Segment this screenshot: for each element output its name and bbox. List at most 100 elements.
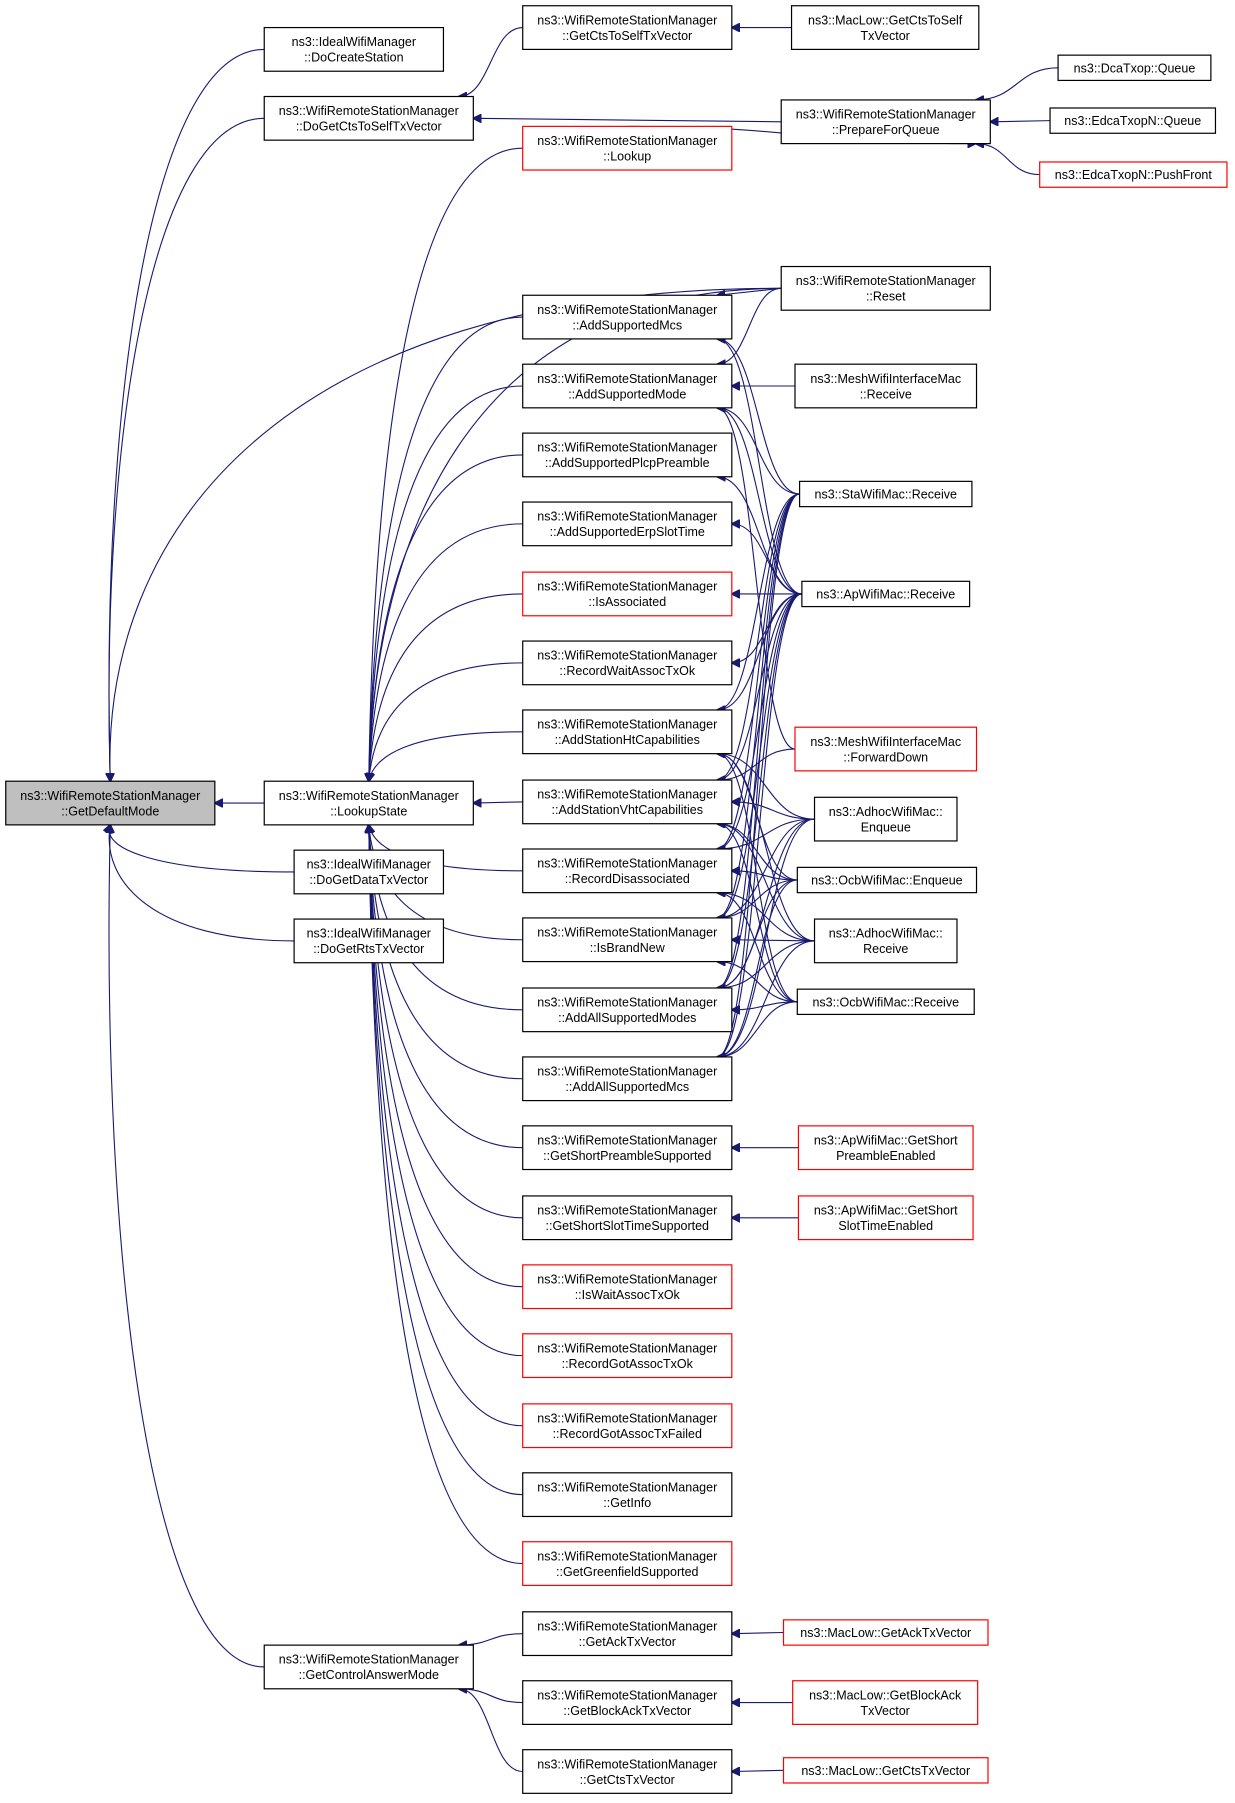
node-getblockack[interactable]: ns3::WifiRemoteStationManager::GetBlockA…	[522, 1680, 733, 1726]
node-label: ns3::WifiRemoteStationManager	[537, 788, 717, 802]
node-label: ::GetBlockAckTxVector	[563, 1704, 691, 1718]
node-label: ::AddSupportedErpSlotTime	[550, 525, 705, 539]
node-getshortpre[interactable]: ns3::WifiRemoteStationManager::GetShortP…	[522, 1125, 733, 1171]
node-isbrandnew[interactable]: ns3::WifiRemoteStationManager::IsBrandNe…	[522, 917, 733, 963]
node-meshrecv[interactable]: ns3::MeshWifiInterfaceMac::Receive	[794, 363, 978, 409]
node-adhocrecv[interactable]: ns3::AdhocWifiMac::Receive	[813, 918, 958, 964]
node-getgreen[interactable]: ns3::WifiRemoteStationManager::GetGreenf…	[522, 1541, 733, 1586]
edge-ocbrecv-to-addallmodes	[732, 1001, 798, 1010]
node-box	[801, 580, 971, 608]
node-dogetdata[interactable]: ns3::IdealWifiManager::DoGetDataTxVector	[293, 849, 445, 895]
node-addplcp[interactable]: ns3::WifiRemoteStationManager::AddSuppor…	[522, 432, 733, 478]
edge-reset-to-addmode	[717, 287, 782, 364]
node-dogetcts[interactable]: ns3::WifiRemoteStationManager::DoGetCtsT…	[263, 95, 474, 141]
node-label: ns3::WifiRemoteStationManager	[537, 649, 717, 663]
node-label: ::GetDefaultMode	[61, 804, 159, 818]
node-adderp[interactable]: ns3::WifiRemoteStationManager::AddSuppor…	[522, 501, 733, 547]
node-label: ns3::EdcaTxopN::Queue	[1064, 114, 1201, 128]
edge-edcapush-to-prepare	[976, 144, 1040, 176]
node-isassoc[interactable]: ns3::WifiRemoteStationManager::IsAssocia…	[522, 571, 733, 617]
node-aprecv[interactable]: ns3::ApWifiMac::Receive	[801, 580, 971, 608]
node-docreate[interactable]: ns3::IdealWifiManager::DoCreateStation	[263, 26, 445, 72]
node-recorddis[interactable]: ns3::WifiRemoteStationManager::RecordDis…	[522, 848, 733, 894]
node-getinfo[interactable]: ns3::WifiRemoteStationManager::GetInfo	[522, 1472, 733, 1518]
node-reset[interactable]: ns3::WifiRemoteStationManager::Reset	[780, 265, 991, 311]
node-box	[796, 988, 975, 1016]
node-maclowblock[interactable]: ns3::MacLow::GetBlockAckTxVector	[792, 1680, 979, 1726]
edge-addplcp-to-lookupstate	[369, 454, 523, 781]
node-label: ::Reset	[866, 290, 906, 304]
node-label: ns3::WifiRemoteStationManager	[537, 372, 717, 386]
node-label: ns3::ApWifiMac::Receive	[816, 587, 955, 601]
node-meshfwd[interactable]: ns3::MeshWifiInterfaceMac::ForwardDown	[794, 726, 978, 772]
node-edcaqueue[interactable]: ns3::EdcaTxopN::Queue	[1049, 107, 1217, 134]
node-label: ::IsAssociated	[588, 595, 666, 609]
edge-adhocrecv-to-addallmodes	[717, 940, 815, 988]
node-label: ns3::OcbWifiMac::Receive	[812, 995, 959, 1009]
edge-dogetdata-to-root	[109, 825, 295, 873]
node-recordgotfail[interactable]: ns3::WifiRemoteStationManager::RecordGot…	[522, 1403, 733, 1449]
node-getshortslot[interactable]: ns3::WifiRemoteStationManager::GetShortS…	[522, 1195, 733, 1241]
node-box	[522, 1264, 733, 1310]
node-label: ::Lookup	[603, 149, 651, 163]
node-getctstx[interactable]: ns3::WifiRemoteStationManager::GetCtsTxV…	[522, 1749, 733, 1794]
node-label: ns3::StaWifiMac::Receive	[815, 488, 957, 502]
node-ocbrecv[interactable]: ns3::OcbWifiMac::Receive	[796, 988, 975, 1016]
node-recordgot[interactable]: ns3::WifiRemoteStationManager::RecordGot…	[522, 1333, 733, 1379]
node-label: ns3::DcaTxop::Queue	[1074, 61, 1196, 75]
node-adhocenq[interactable]: ns3::AdhocWifiMac::Enqueue	[813, 796, 958, 842]
node-starecv[interactable]: ns3::StaWifiMac::Receive	[798, 480, 973, 508]
node-getctstoself[interactable]: ns3::WifiRemoteStationManager::GetCtsToS…	[522, 5, 733, 51]
node-box	[522, 1195, 733, 1241]
node-label: ::GetControlAnswerMode	[299, 1668, 439, 1682]
node-dcaqueue[interactable]: ns3::DcaTxop::Queue	[1057, 54, 1212, 82]
node-iswait[interactable]: ns3::WifiRemoteStationManager::IsWaitAss…	[522, 1264, 733, 1310]
node-prepare[interactable]: ns3::WifiRemoteStationManager::PrepareFo…	[780, 99, 991, 145]
node-label: ns3::IdealWifiManager	[307, 858, 431, 872]
node-ocbenq[interactable]: ns3::OcbWifiMac::Enqueue	[796, 866, 978, 894]
node-dogetrts[interactable]: ns3::IdealWifiManager::DoGetRtsTxVector	[293, 918, 445, 964]
node-label: ns3::WifiRemoteStationManager	[537, 1204, 717, 1218]
edge-reset-to-addmcs	[717, 287, 782, 295]
node-addallmodes[interactable]: ns3::WifiRemoteStationManager::AddAllSup…	[522, 987, 733, 1033]
node-maclowctstx[interactable]: ns3::MacLow::GetCtsTxVector	[782, 1757, 989, 1784]
node-box	[797, 1125, 974, 1171]
node-addmcs[interactable]: ns3::WifiRemoteStationManager::AddSuppor…	[522, 294, 733, 340]
node-maclowack[interactable]: ns3::MacLow::GetAckTxVector	[782, 1619, 989, 1646]
node-box	[522, 640, 733, 686]
node-box	[263, 1644, 474, 1690]
node-label: ::RecordGotAssocTxOk	[562, 1357, 694, 1371]
edge-addmode-to-lookupstate	[369, 385, 523, 781]
edge-maclowack-to-getack	[732, 1632, 784, 1633]
node-addallmcs[interactable]: ns3::WifiRemoteStationManager::AddAllSup…	[522, 1056, 733, 1102]
node-label: ::AddAllSupportedMcs	[565, 1080, 689, 1094]
edge-prepare-to-dogetcts	[473, 118, 782, 121]
node-getack[interactable]: ns3::WifiRemoteStationManager::GetAckTxV…	[522, 1611, 733, 1657]
node-maclowcts[interactable]: ns3::MacLow::GetCtsToSelfTxVector	[790, 5, 980, 51]
edge-maclowctstx-to-getctstx	[732, 1770, 784, 1771]
edge-ocbrecv-to-addallmcs	[717, 1001, 798, 1057]
node-recordwait[interactable]: ns3::WifiRemoteStationManager::RecordWai…	[522, 640, 733, 686]
node-box	[796, 866, 978, 894]
node-edcapush[interactable]: ns3::EdcaTxopN::PushFront	[1039, 161, 1228, 188]
node-addmode[interactable]: ns3::WifiRemoteStationManager::AddSuppor…	[522, 363, 733, 409]
node-lookup[interactable]: ns3::WifiRemoteStationManager::Lookup	[522, 125, 733, 171]
node-box	[522, 1541, 733, 1586]
node-label: ns3::WifiRemoteStationManager	[537, 1133, 717, 1147]
node-lookupstate[interactable]: ns3::WifiRemoteStationManager::LookupSta…	[263, 780, 474, 826]
node-label: ns3::WifiRemoteStationManager	[796, 108, 976, 122]
node-addht[interactable]: ns3::WifiRemoteStationManager::AddStatio…	[522, 709, 733, 755]
node-root[interactable]: ns3::WifiRemoteStationManager::GetDefaul…	[5, 780, 216, 826]
edge-starecv-to-addvht	[717, 493, 800, 780]
node-label: ns3::MacLow::GetAckTxVector	[800, 1626, 971, 1640]
node-getcontrol[interactable]: ns3::WifiRemoteStationManager::GetContro…	[263, 1644, 474, 1690]
node-box	[813, 918, 958, 964]
edge-ocbenq-to-addallmodes	[717, 879, 798, 988]
node-box	[263, 95, 474, 141]
node-box	[782, 1619, 989, 1646]
node-addvht[interactable]: ns3::WifiRemoteStationManager::AddStatio…	[522, 779, 733, 825]
edge-ocbenq-to-recorddis	[732, 871, 798, 881]
node-label: ns3::WifiRemoteStationManager	[537, 1480, 717, 1494]
